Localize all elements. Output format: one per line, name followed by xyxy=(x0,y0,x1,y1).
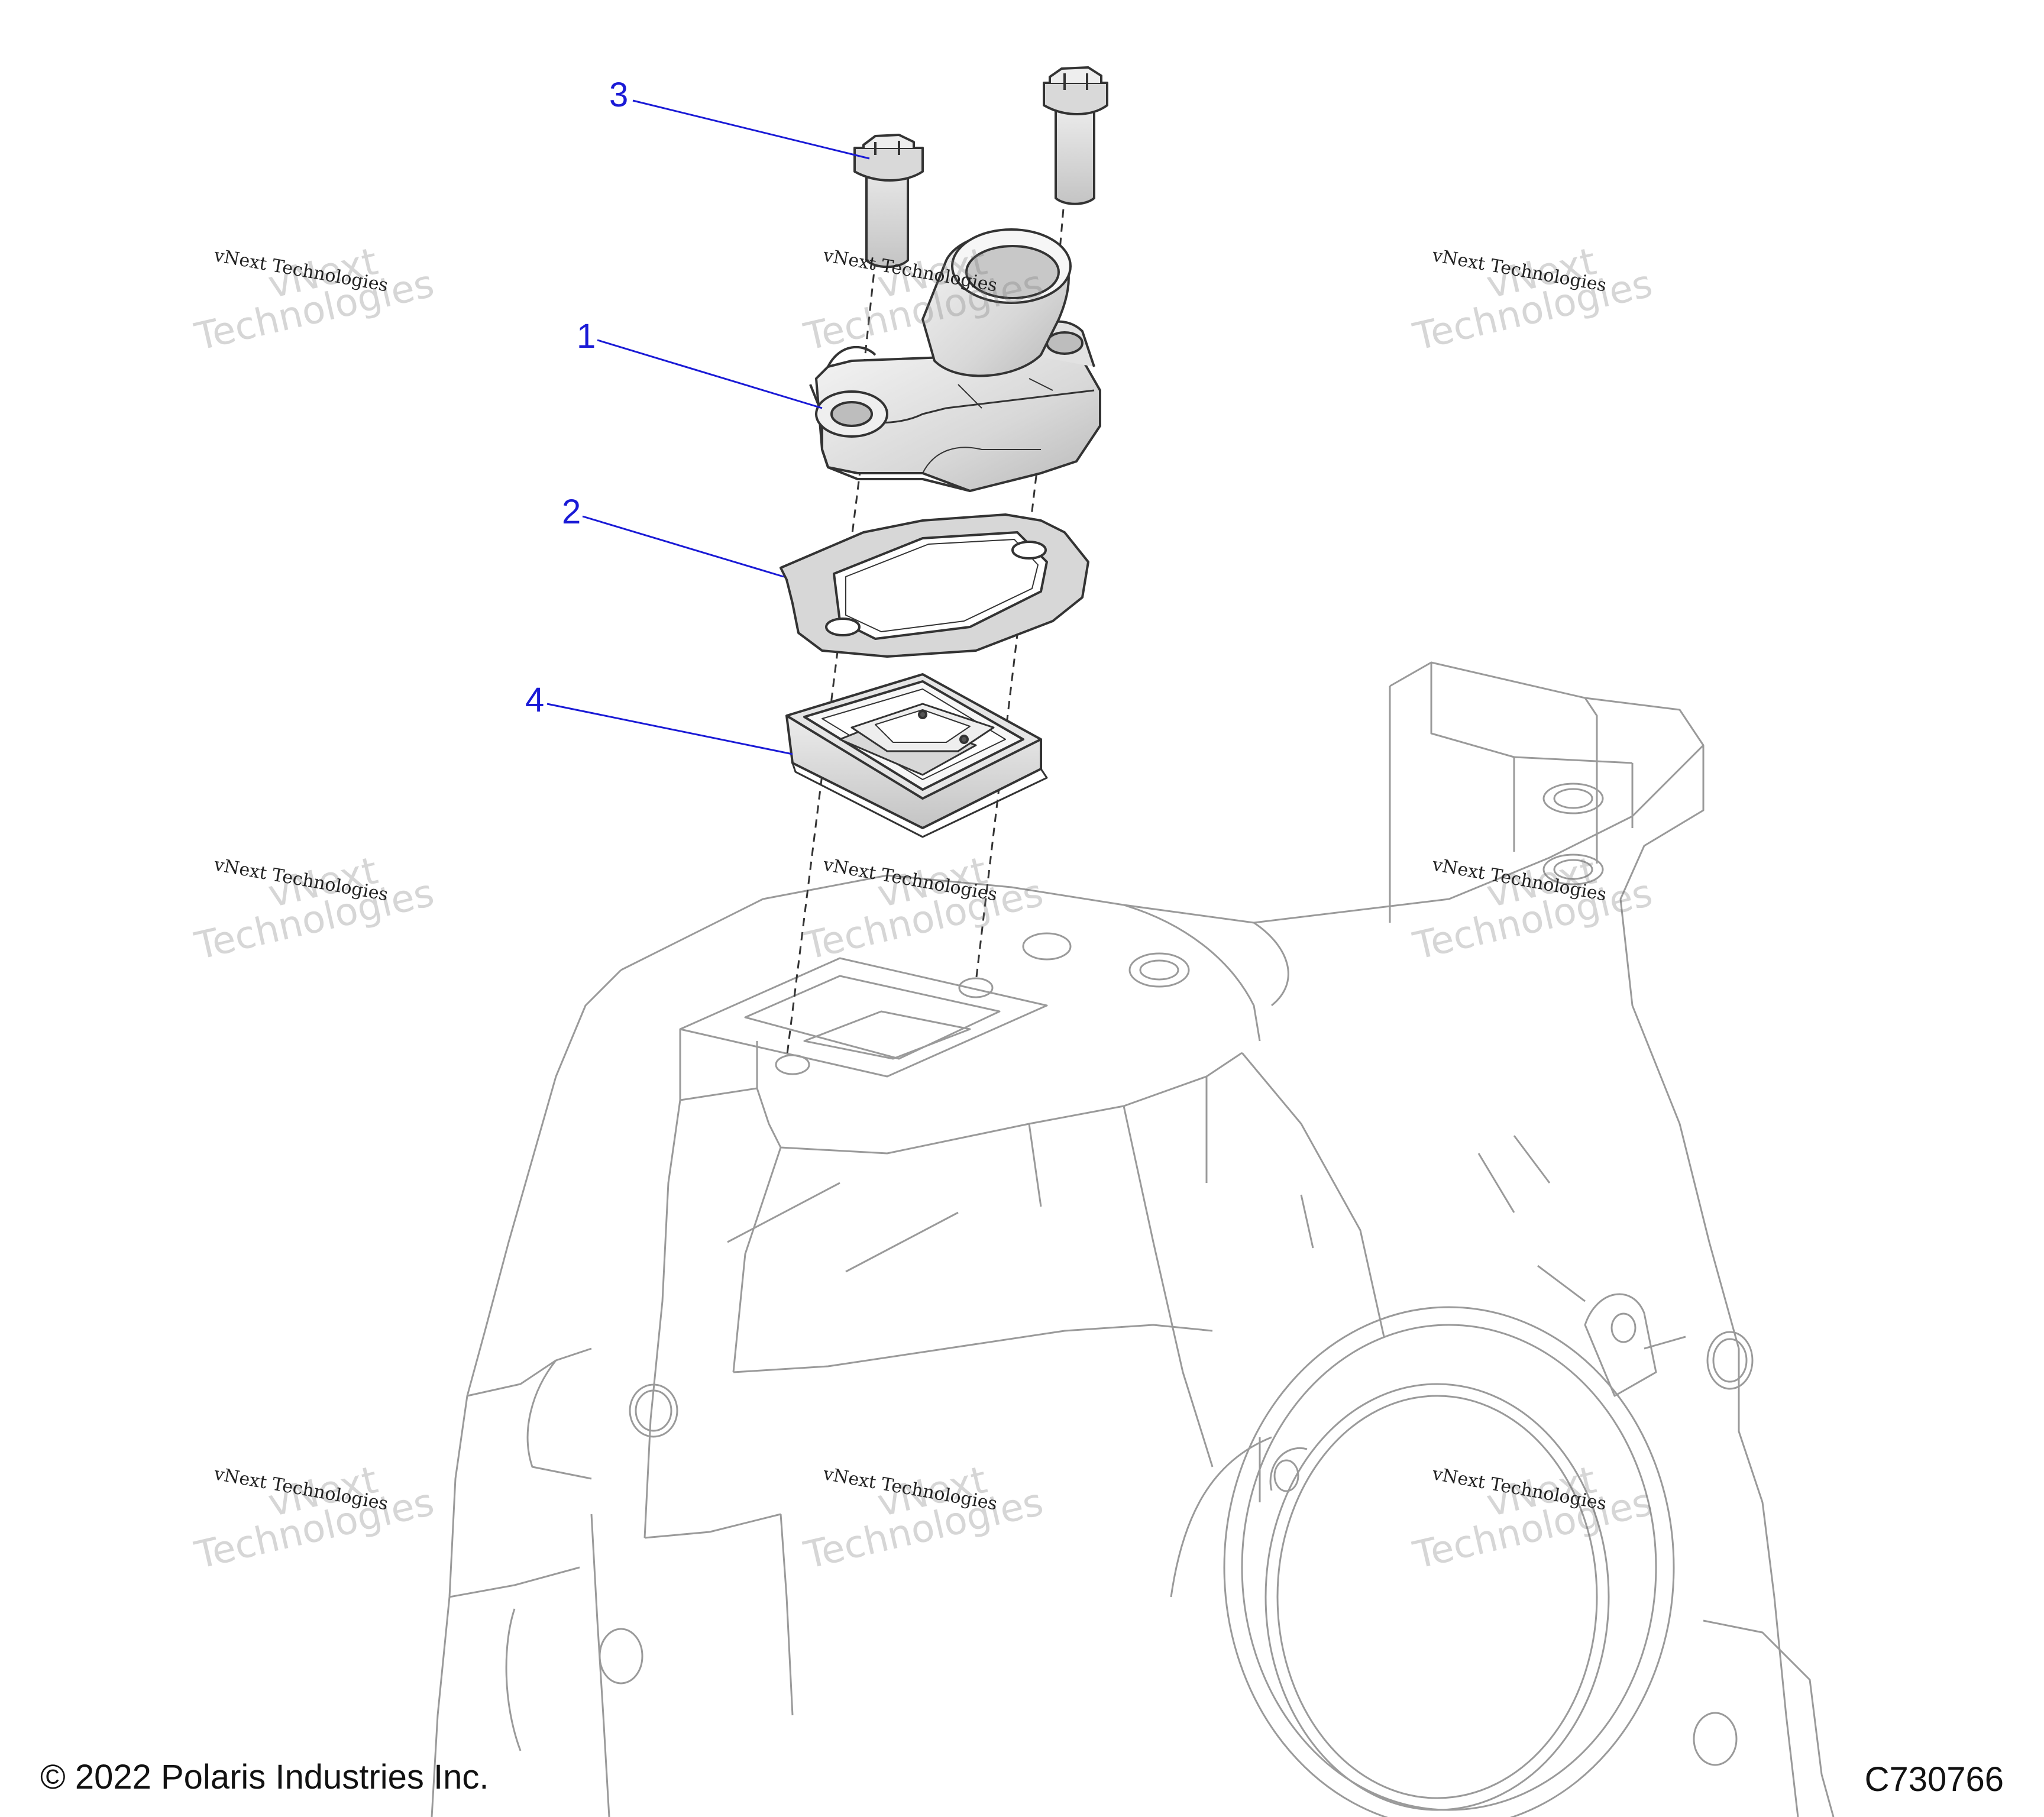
gasket xyxy=(780,513,1089,658)
leader-line-3 xyxy=(632,99,870,160)
figure-code: C730766 xyxy=(1864,1760,2004,1799)
outlet-housing xyxy=(809,228,1101,492)
copyright-text: © 2022 Polaris Industries Inc. xyxy=(40,1758,489,1796)
engine-case-housing xyxy=(431,661,1835,1817)
bolt-left xyxy=(853,134,924,269)
callout-number-3: 3 xyxy=(609,76,629,114)
callout-number-2: 2 xyxy=(562,493,581,531)
leader-line-4 xyxy=(546,703,793,755)
leader-line-2 xyxy=(582,515,784,578)
bolt-right xyxy=(1043,66,1108,205)
callout-number-4: 4 xyxy=(525,681,545,719)
reed-valve-assembly xyxy=(785,673,1048,838)
leader-lines xyxy=(546,99,870,755)
leader-line-1 xyxy=(597,339,823,409)
callout-number-1: 1 xyxy=(577,317,596,355)
